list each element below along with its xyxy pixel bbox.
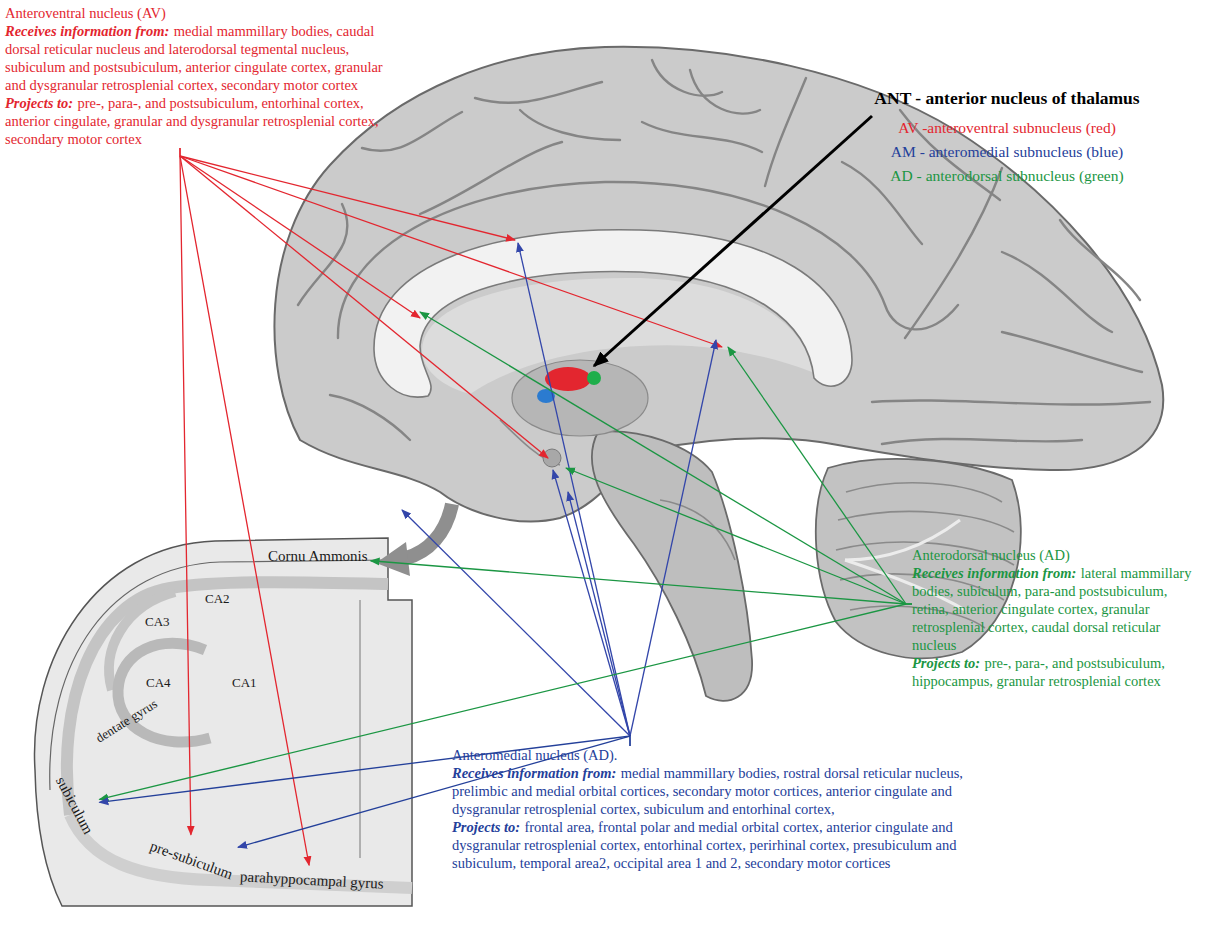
sulci [520,110,620,140]
sulci [765,78,806,186]
legend: AV -anteroventral subnucleus (red) AM - a… [862,116,1152,188]
text-paragraph: Cornu Ammonis [268,548,368,565]
section-heading: Projects to: [912,655,980,671]
thalamus [512,360,648,436]
legend-swatch: AD - anterodorsal subnucleus (green) [890,167,1123,184]
legend-swatch: AM - anteromedial subnucleus (blue) [891,143,1123,160]
sulci [330,395,410,440]
nucleus-heading: Anteromedial nucleus (AD). [452,747,618,763]
nucleus-heading: Anterodorsal nucleus (AD) [912,547,1070,563]
legend-text: AM - anteromedial subnucleus (blue) [891,143,1123,160]
connector-arrow [180,148,309,865]
section-heading: Receives information from: [452,765,616,781]
region-name: Cornu Ammonis [268,548,368,564]
nucleus-text-block: Anteroventral nucleus (AV)Receives infor… [5,4,405,148]
sulci [1060,220,1140,300]
pons-line [660,500,735,560]
region-label: Cornu Ammonis [268,548,368,565]
sulci [690,70,760,114]
sulci [872,400,1150,404]
legend-swatch: AV -anteroventral subnucleus (red) [898,119,1116,136]
text-paragraph: Anteroventral nucleus (AV) [5,4,405,22]
text-paragraph: Projects to:frontal area, frontal polar … [452,818,964,872]
inset-arrow-shaft [406,504,452,558]
figure-heading: ANT - anterior nucleus of thalamus [862,88,1152,108]
region-label: CA3 [145,615,170,630]
sulci [1002,252,1112,332]
leader-line [630,340,716,736]
legend-row: AV -anteroventral subnucleus (red) [862,116,1152,140]
hemisphere [274,47,1163,522]
sulci [475,82,602,103]
section-heading: Projects to: [5,95,73,111]
sulci [652,60,722,96]
anteroventral-nucleus [545,367,591,391]
inset-arrow-head [376,542,410,576]
dentate-band [118,643,210,742]
sulci [420,142,562,214]
text-paragraph: Anterodorsal nucleus (AD) [912,546,1205,564]
region-label: CA4 [146,676,171,691]
leader-line [180,156,722,347]
text-paragraph: Receives information from:medial mammill… [5,22,405,94]
connector-arrow [180,148,191,835]
leader-line [728,347,906,604]
leader-line [180,156,548,458]
inset-block [35,538,412,906]
region-label: CA1 [232,676,257,691]
legend-text: AD - anterodorsal subnucleus (green) [890,167,1123,184]
cerebellar-folia [846,483,1002,502]
sulci [905,168,1002,338]
cerebellar-folia [838,511,1014,532]
text-paragraph: Projects to:pre-, para-, and postsubicul… [5,94,405,148]
section-heading: Receives information from: [5,23,169,39]
leader-lines [180,116,906,736]
legend-row: AD - anterodorsal subnucleus (green) [862,164,1152,188]
connector-arrow [371,561,912,604]
nucleus-text-block: Anterodorsal nucleus (AD)Receives inform… [912,546,1205,690]
leader-line [420,312,906,604]
region-label: CA2 [205,592,230,607]
pointer-arrow [594,116,872,366]
section-heading: Receives information from: [912,565,1076,581]
text-paragraph: Receives information from:lateral mammil… [912,564,1205,654]
cornu-ammonis-band [67,582,388,815]
section-body: frontal area, frontal polar and medial o… [452,819,957,871]
section-heading: Projects to: [452,819,520,835]
sulci [882,439,1082,444]
mammillary-body [543,449,561,467]
sulci [298,204,347,305]
leader-line [566,468,906,604]
leader-line [553,470,630,736]
sulci [298,60,1150,444]
legend-text: AV -anteroventral subnucleus (red) [898,119,1116,136]
leader-line [402,510,630,736]
text-paragraph: Projects to:pre-, para-, and postsubicul… [912,654,1205,690]
leader-line [568,492,630,736]
text-paragraph: Anteromedial nucleus (AD). [452,746,964,764]
leader-line [518,243,630,736]
legend-row: AM - anteromedial subnucleus (blue) [862,140,1152,164]
sulci [1002,332,1142,372]
block-edge [360,600,361,858]
leader-line [180,156,420,318]
alveus-line [50,560,388,790]
anterodorsal-nucleus [587,371,601,385]
sulci [642,122,762,152]
text-paragraph: Receives information from:medial mammill… [452,764,964,818]
nucleus-heading: Anteroventral nucleus (AV) [5,5,166,21]
nucleus-text-block: Anteromedial nucleus (AD).Receives infor… [452,746,964,872]
